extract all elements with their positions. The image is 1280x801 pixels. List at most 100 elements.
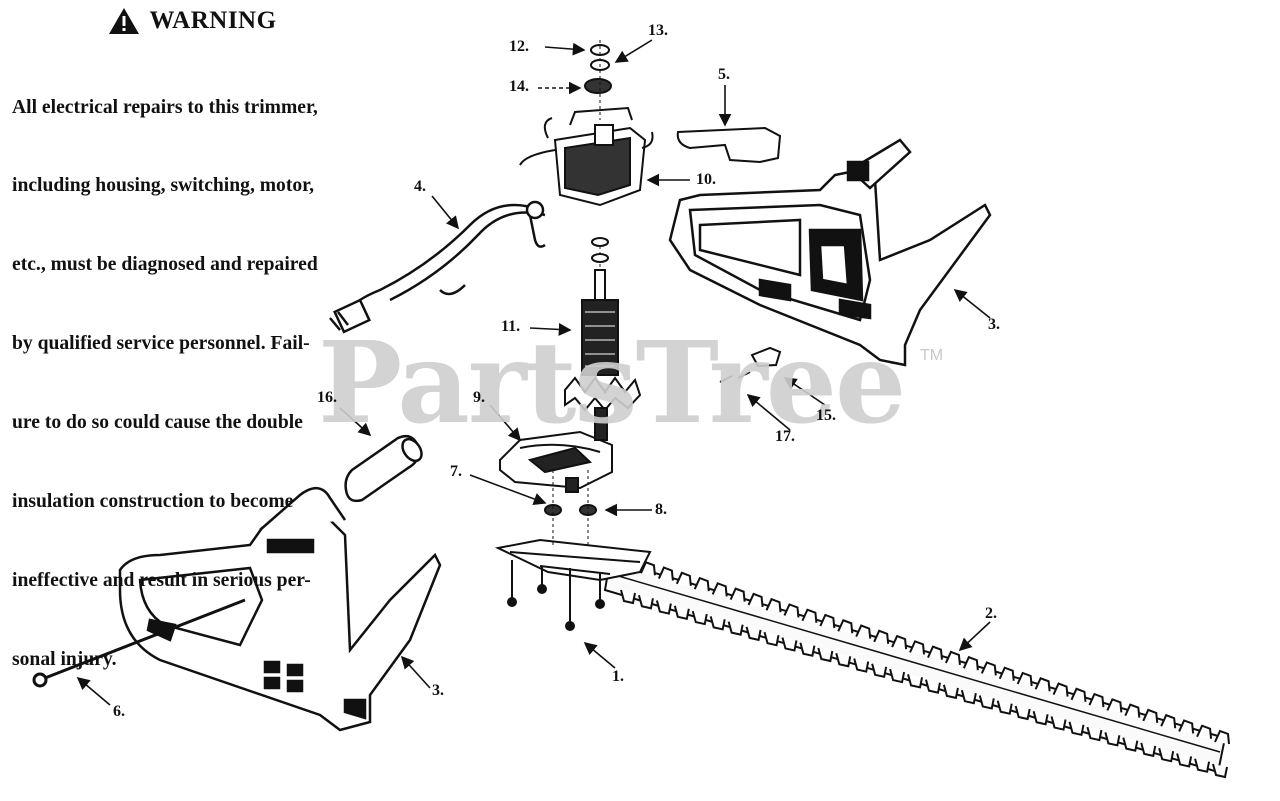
blade-tooth xyxy=(1086,726,1103,742)
warning-header: WARNING xyxy=(12,6,372,36)
blade-tooth xyxy=(1106,698,1123,713)
blade-tooth xyxy=(907,674,924,689)
blade-tooth xyxy=(1034,677,1051,692)
blade-tooth xyxy=(729,587,746,602)
blade-tooth xyxy=(909,640,926,655)
blade-tooth xyxy=(709,616,726,631)
blade-tooth xyxy=(1014,705,1031,721)
blade-tooth xyxy=(799,642,816,657)
blade-tooth xyxy=(711,582,728,597)
blade-tooth xyxy=(1122,737,1139,752)
blade-tooth xyxy=(819,613,836,629)
blade-tooth xyxy=(1178,719,1195,734)
blade-tooth xyxy=(980,661,997,676)
blade-tooth xyxy=(640,561,656,576)
callout-6: 6. xyxy=(113,703,125,720)
long-screw-part xyxy=(32,598,246,688)
blade-tooth xyxy=(657,566,674,581)
top-washers-part xyxy=(584,40,612,120)
callout-8: 8. xyxy=(655,501,667,518)
blade-tooth xyxy=(1124,703,1141,718)
callout-7: 7. xyxy=(450,463,462,480)
warning-line: All electrical repairs to this trimmer, xyxy=(12,96,318,118)
blade-tooth xyxy=(693,576,710,592)
blade-tooth xyxy=(1016,671,1033,687)
callout-10: 10. xyxy=(696,171,716,188)
blade-tooth xyxy=(873,629,890,644)
callout-12: 12. xyxy=(509,38,529,55)
blade-tooth xyxy=(1214,729,1230,745)
motor-field-part xyxy=(519,106,654,207)
blade-tooth xyxy=(745,626,762,642)
watermark-trademark: TM xyxy=(920,347,944,364)
blade-tooth xyxy=(620,589,636,605)
blade-tooth xyxy=(675,571,692,586)
blade-tooth xyxy=(996,700,1013,715)
watermark-text: PartsTree xyxy=(318,318,906,449)
blade-tooth xyxy=(837,619,854,634)
blade-tooth xyxy=(1088,692,1105,708)
blade-tooth xyxy=(691,610,708,626)
blade-tooth xyxy=(1032,711,1049,726)
warning-line: ineffective and result in serious per- xyxy=(12,569,311,591)
blade-tooth xyxy=(944,650,961,666)
warning-line: by qualified service personnel. Fail- xyxy=(12,333,310,355)
warning-line: including housing, switching, motor, xyxy=(12,175,314,197)
blade-tooth xyxy=(655,600,672,615)
warning-line: sonal injury. xyxy=(12,648,117,670)
callout-2: 2. xyxy=(985,605,997,622)
switch-trigger-part xyxy=(676,126,782,164)
blade-tooth xyxy=(889,668,906,684)
armature-part xyxy=(564,237,642,441)
blade-tooth xyxy=(1104,732,1121,747)
blade-tooth xyxy=(942,684,959,700)
left-housing-half-part xyxy=(118,487,442,732)
blade-tooth xyxy=(891,634,908,650)
blade-plate-part xyxy=(494,538,652,631)
blade-tooth xyxy=(1194,758,1211,773)
warning-triangle-icon xyxy=(109,8,140,34)
blade-tooth xyxy=(853,658,870,673)
blade-tooth xyxy=(925,679,941,694)
blade-tooth xyxy=(960,689,977,705)
callout-13: 13. xyxy=(648,22,668,39)
blade-tooth xyxy=(637,595,654,610)
blade-tooth xyxy=(962,655,979,671)
blade-tooth xyxy=(871,663,888,679)
warning-text: All electrical repairs to this trimmer, … xyxy=(12,42,392,726)
warning-title: WARNING xyxy=(149,7,277,34)
blade-tooth xyxy=(817,647,834,663)
blade-tooth xyxy=(1070,687,1087,702)
gear-housing-part xyxy=(499,430,613,493)
blade-tooth xyxy=(835,653,852,668)
blade-tooth xyxy=(1052,682,1069,697)
blade-tooth xyxy=(978,695,995,710)
callout-16: 16. xyxy=(317,389,337,406)
blade-tooth xyxy=(1176,753,1193,768)
handle-grip-part xyxy=(344,435,423,503)
washers-7-8 xyxy=(544,470,597,545)
cutter-blade-part xyxy=(603,555,1230,779)
blade-tooth xyxy=(1140,742,1157,758)
callout-11: 11. xyxy=(501,318,521,335)
blade-tooth xyxy=(747,592,764,608)
blade-tooth xyxy=(1212,763,1228,779)
callout-9: 9. xyxy=(473,389,485,406)
callout-3-left: 3. xyxy=(432,682,444,699)
blade-tooth xyxy=(801,608,818,623)
blade-tooth xyxy=(1196,724,1213,739)
callout-17: 17. xyxy=(775,428,795,445)
power-cord-part xyxy=(329,200,546,334)
warning-line: insulation construction to become xyxy=(12,491,294,513)
callout-15: 15. xyxy=(816,407,836,424)
callout-5: 5. xyxy=(718,66,730,83)
callout-3-right: 3. xyxy=(988,316,1000,333)
blade-tooth xyxy=(1068,721,1085,737)
blade-tooth xyxy=(727,621,744,636)
callout-4: 4. xyxy=(414,178,426,195)
leader-arrows xyxy=(76,39,991,706)
warning-line: ure to do so could cause the double xyxy=(12,412,303,434)
blade-tooth xyxy=(783,603,800,618)
